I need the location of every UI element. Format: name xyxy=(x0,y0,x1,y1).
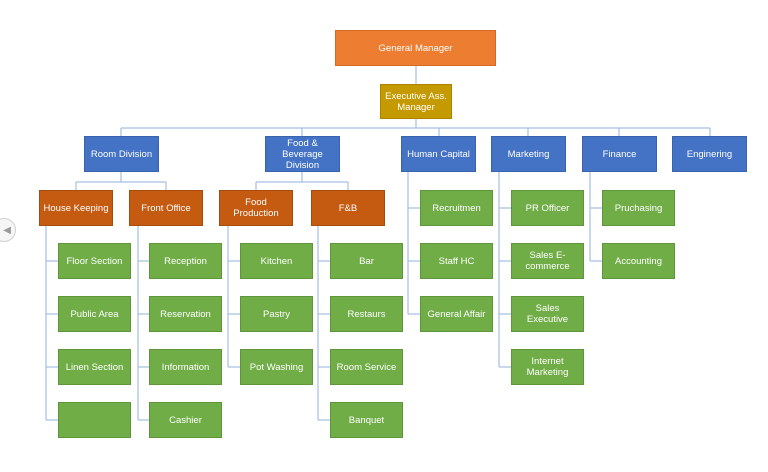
unit-recruitment: Recruitmen xyxy=(420,190,493,226)
unit-linen-section: Linen Section xyxy=(58,349,131,385)
unit-public-area: Public Area xyxy=(58,296,131,332)
unit-reception: Reception xyxy=(149,243,222,279)
division-human-capital: Human Capital xyxy=(401,136,476,172)
unit-pastry: Pastry xyxy=(240,296,313,332)
unit-bar: Bar xyxy=(330,243,403,279)
unit-sales-ecommerce: Sales E-commerce xyxy=(511,243,584,279)
sub-fnb: F&B xyxy=(311,190,385,226)
executive-assistant-manager-box: Executive Ass. Manager xyxy=(380,84,452,119)
unit-kitchen: Kitchen xyxy=(240,243,313,279)
sub-house-keeping: House Keeping xyxy=(39,190,113,226)
unit-general-affair: General Affair xyxy=(420,296,493,332)
unit-sales-executive: Sales Executive xyxy=(511,296,584,332)
unit-blank xyxy=(58,402,131,438)
division-marketing: Marketing xyxy=(491,136,566,172)
unit-reservation: Reservation xyxy=(149,296,222,332)
division-food-beverage: Food & Beverage Division xyxy=(265,136,340,172)
sub-front-office: Front Office xyxy=(129,190,203,226)
unit-purchasing: Pruchasing xyxy=(602,190,675,226)
unit-cashier: Cashier xyxy=(149,402,222,438)
general-manager-box: General Manager xyxy=(335,30,496,66)
unit-accounting: Accounting xyxy=(602,243,675,279)
unit-staff-hc: Staff HC xyxy=(420,243,493,279)
division-finance: Finance xyxy=(582,136,657,172)
unit-internet-marketing: Internet Marketing xyxy=(511,349,584,385)
chevron-left-icon: ◀ xyxy=(3,224,11,236)
unit-floor-section: Floor Section xyxy=(58,243,131,279)
unit-room-service: Room Service xyxy=(330,349,403,385)
unit-banquet: Banquet xyxy=(330,402,403,438)
division-engineering: Enginering xyxy=(672,136,747,172)
unit-restaurants: Restaurs xyxy=(330,296,403,332)
division-room: Room Division xyxy=(84,136,159,172)
unit-pr-officer: PR Officer xyxy=(511,190,584,226)
unit-pot-washing: Pot Washing xyxy=(240,349,313,385)
sub-food-production: Food Production xyxy=(219,190,293,226)
unit-information: Information xyxy=(149,349,222,385)
